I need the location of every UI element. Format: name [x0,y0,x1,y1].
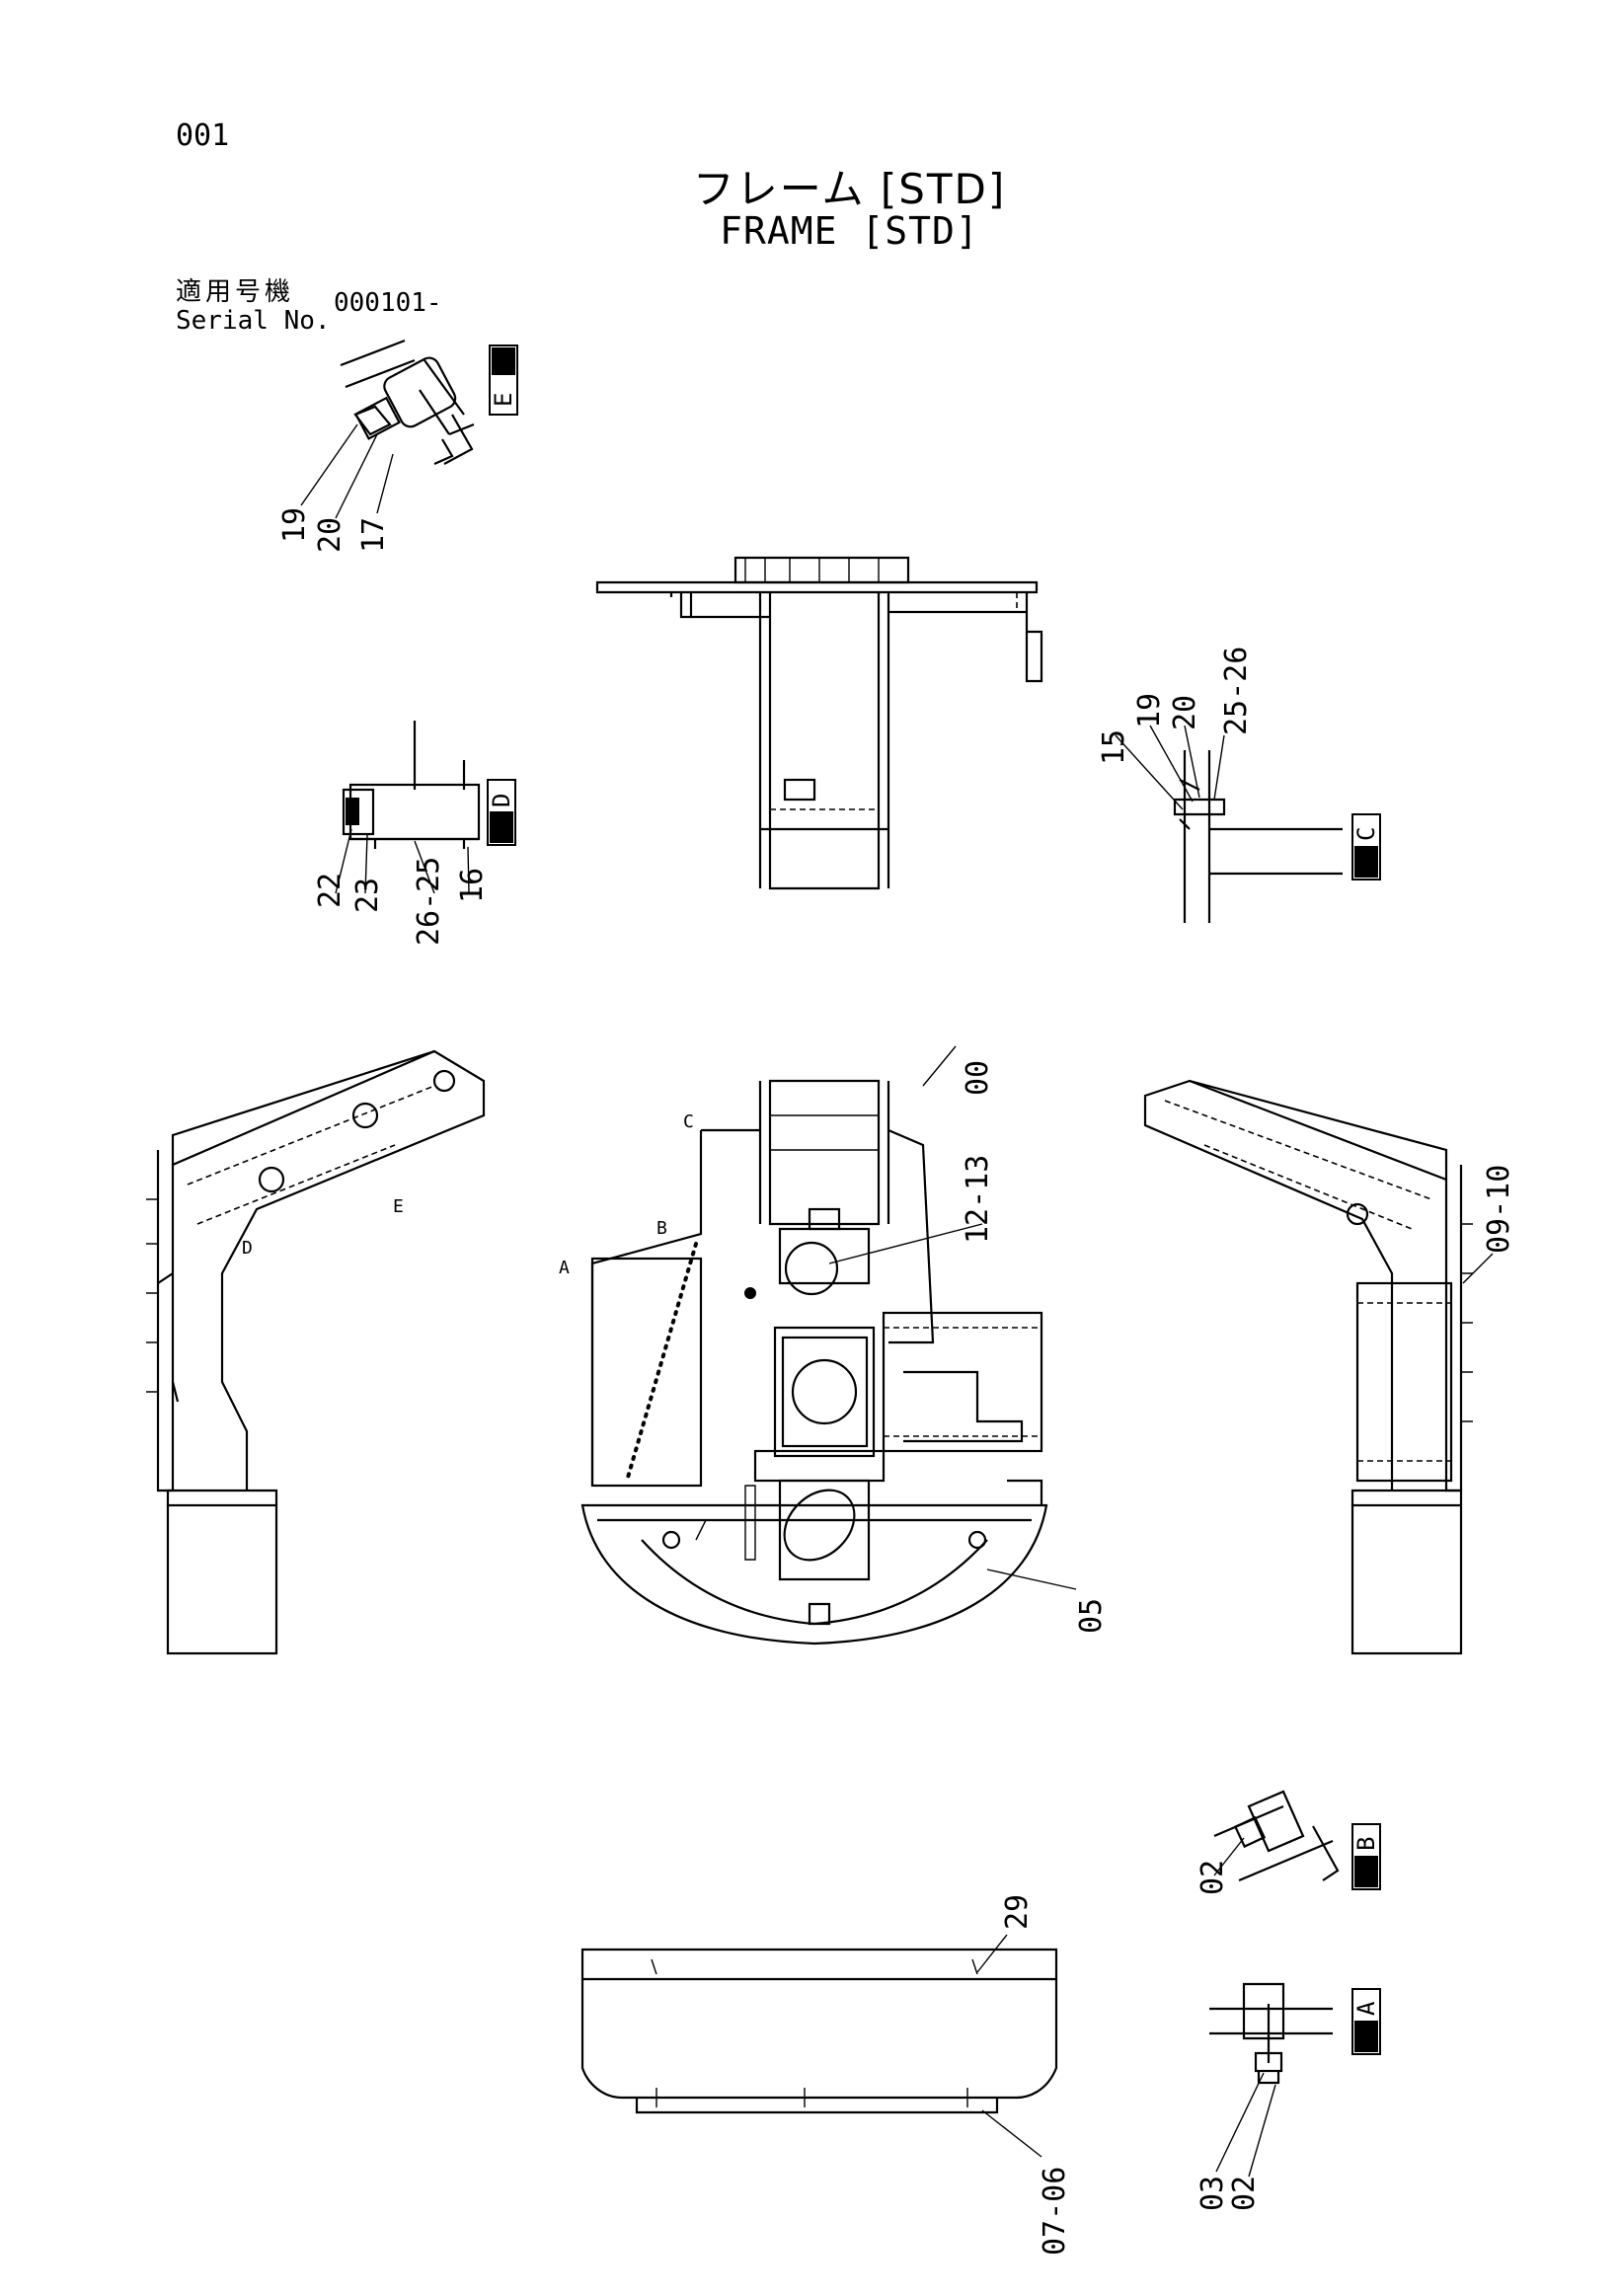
callout-a-03: 03 [1196,2176,1230,2211]
callout-w-29: 29 [1000,1894,1035,1930]
callout-main-05: 05 [1074,1598,1109,1634]
section-e-letter: E [490,393,517,407]
right-side-view: 09-10 [1143,1079,1516,1655]
section-a-detail: 03 02 A [1196,1982,1381,2211]
callout-d-23: 23 [350,878,385,913]
section-a-tag: A [1351,1988,1381,2055]
callout-a-02: 02 [1227,2176,1262,2211]
view-marker-a: A [559,1258,570,1278]
left-side-view: D E [146,1049,486,1655]
callout-c-20: 20 [1168,695,1202,730]
page-number: 001 [176,118,230,153]
view-marker-e: E [393,1196,404,1217]
section-c-letter: C [1352,827,1380,841]
callout-d-26-25: 26-25 [412,857,446,946]
section-d-letter: D [488,794,515,807]
callout-e-20: 20 [313,517,347,553]
serial-label-japanese: 適用号機 [176,277,295,307]
title-japanese: フレーム [STD] [692,165,1007,213]
callout-e-19: 19 [277,507,312,543]
section-c-detail: 15 19 20 25-26 C [1097,647,1381,923]
section-a-letter: A [1352,2001,1380,2016]
section-e-detail: 19 20 17 E [277,339,518,553]
callout-main-12-13: 12-13 [961,1155,995,1244]
section-c-tag: C [1351,813,1381,880]
callout-c-15: 15 [1097,729,1131,765]
top-side-view [595,556,1043,890]
callout-c-25-26: 25-26 [1219,647,1254,735]
serial-value: 000101- [334,288,442,318]
section-d-tag: D [487,779,516,846]
title-english: FRAME [STD] [720,209,979,253]
serial-label: Serial No. [176,306,331,336]
view-marker-d-left: D [242,1238,253,1259]
callout-e-17: 17 [356,517,391,553]
callout-b-02: 02 [1196,1860,1230,1895]
callout-main-00: 00 [961,1060,995,1096]
section-b-detail: 02 B [1196,1790,1381,1895]
section-d-detail: 22 23 26-25 16 D [313,721,516,946]
callout-w-07-06: 07-06 [1038,2167,1072,2256]
callout-main-09-10: 09-10 [1482,1165,1516,1254]
callout-d-22: 22 [313,873,347,908]
callout-d-16: 16 [455,868,490,903]
section-b-letter: B [1352,1837,1380,1851]
callout-c-19: 19 [1132,693,1167,728]
view-marker-b: B [656,1218,667,1239]
counterweight-view: 29 07-06 [580,1894,1072,2256]
view-marker-c: C [683,1111,694,1132]
section-e-tag: E [489,344,518,416]
section-b-tag: B [1351,1823,1381,1890]
main-top-view: 00 12-13 05 A B C [559,1045,1109,1645]
